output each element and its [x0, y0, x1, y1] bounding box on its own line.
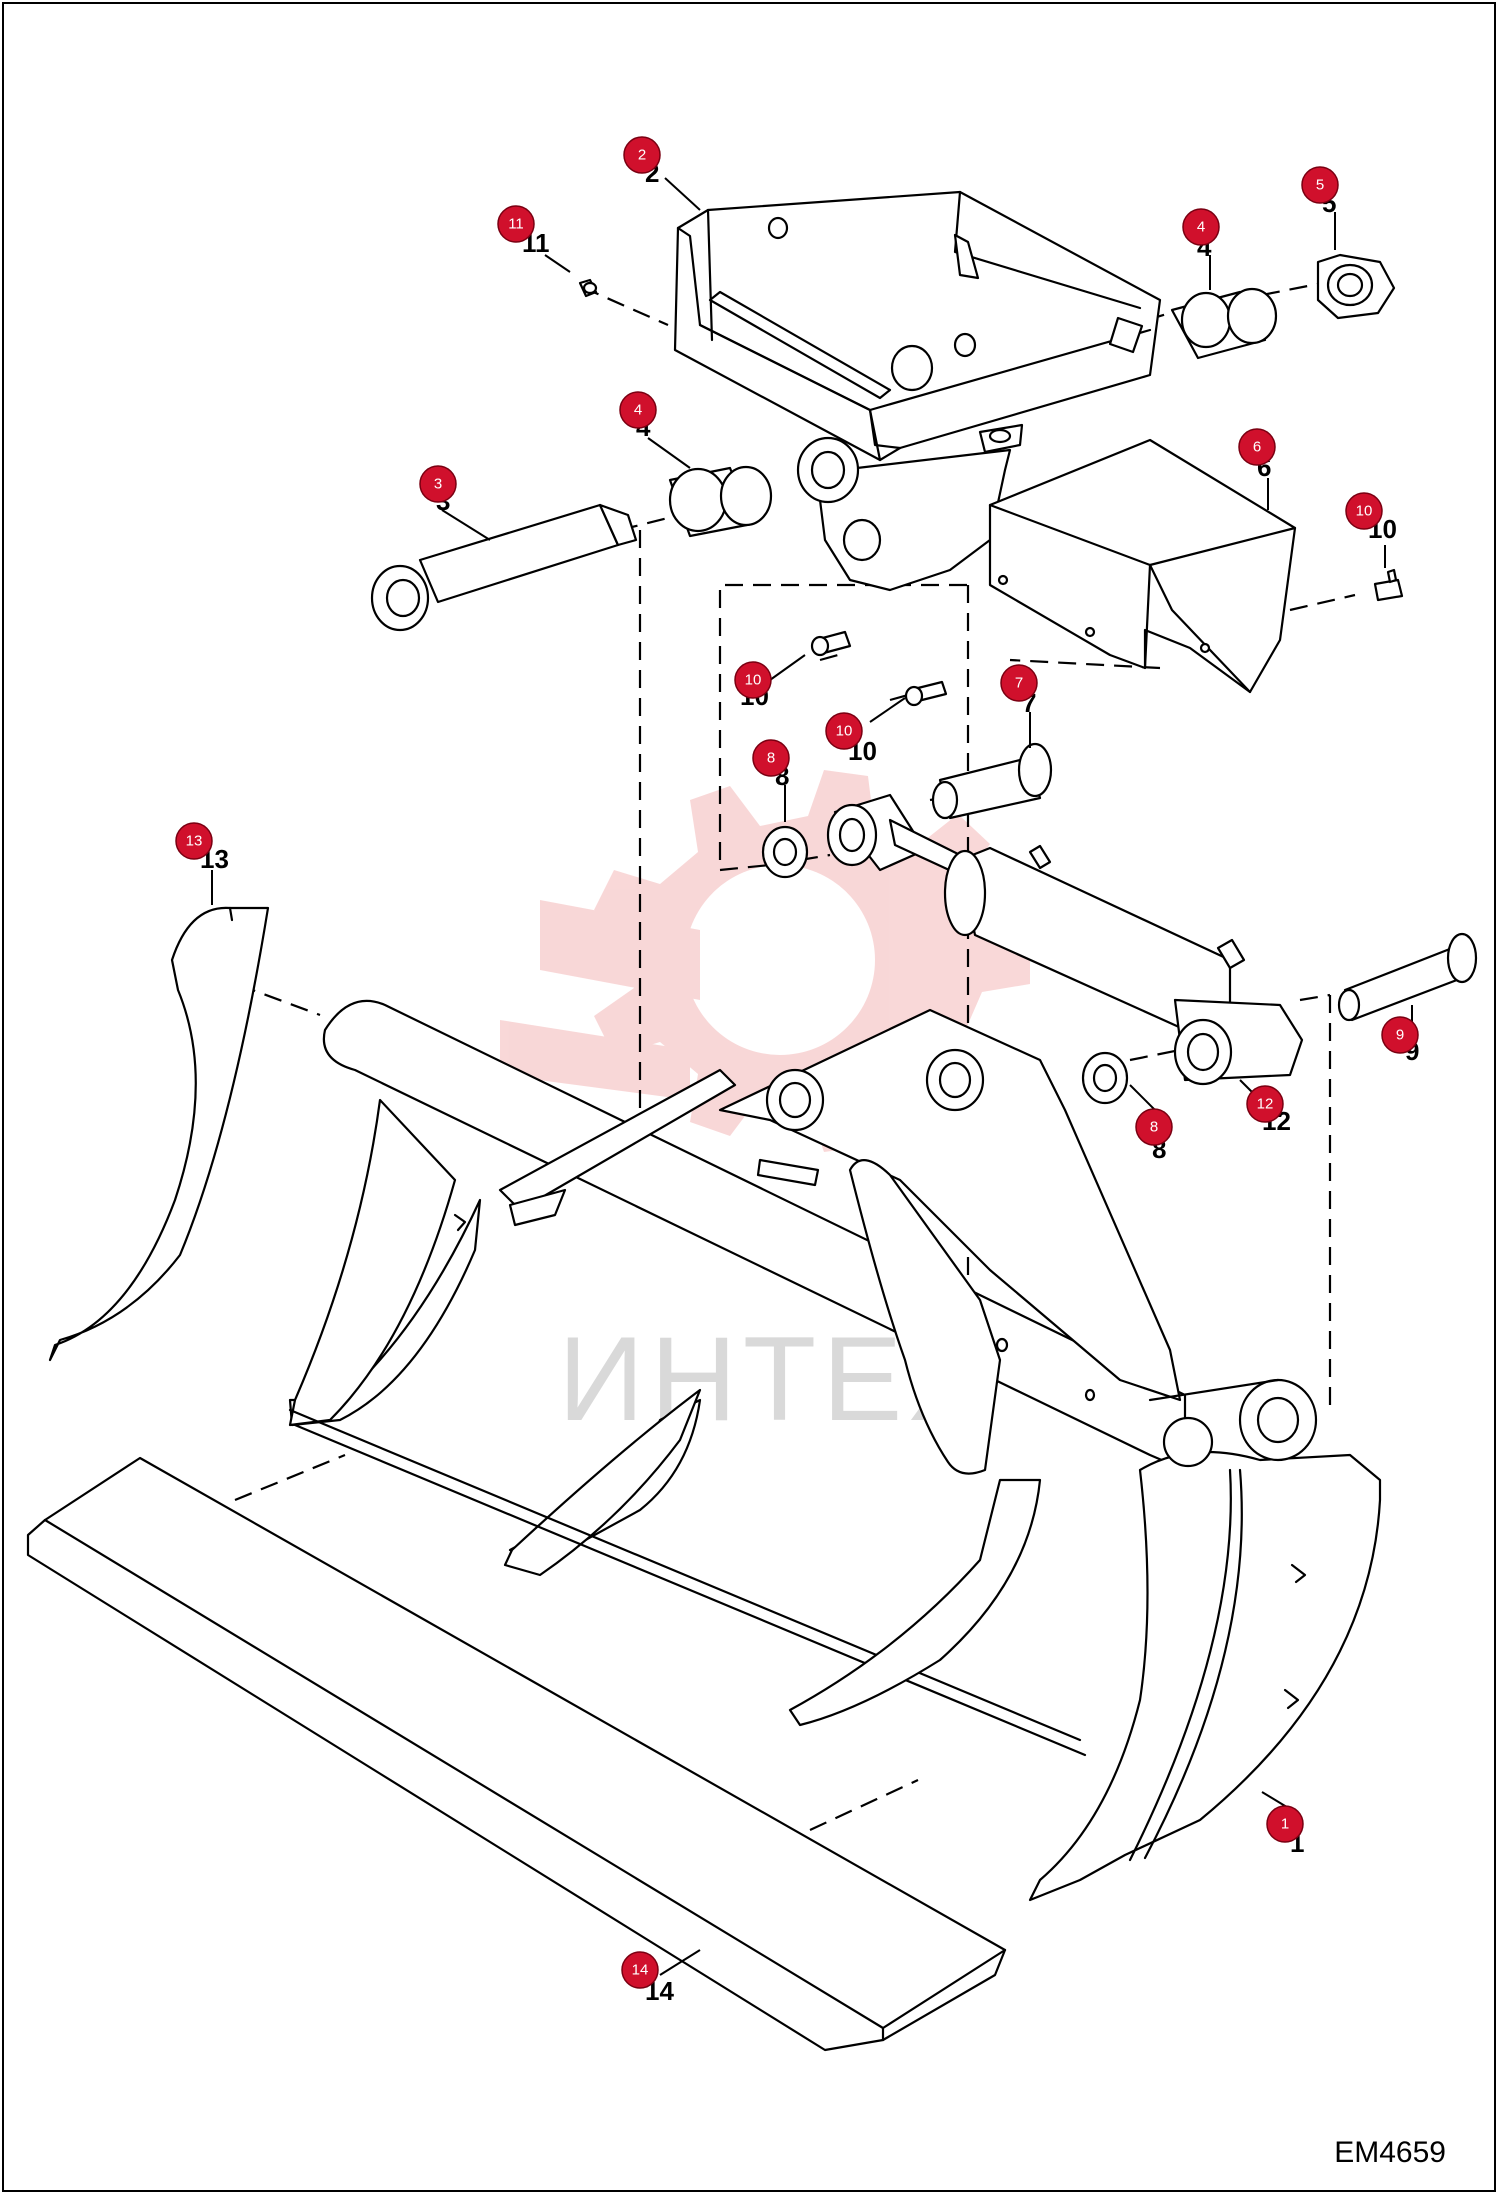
- callout-badge-text: 4: [1197, 219, 1205, 236]
- part-cutting-edge: [26, 1456, 1007, 2052]
- callout-badge-text: 10: [1356, 503, 1373, 520]
- part-bushing-lower: [668, 465, 773, 538]
- part-bushing-upper: [1170, 287, 1278, 360]
- callout-badge: [1301, 166, 1339, 204]
- callout-badge: [1000, 664, 1038, 702]
- callout-badge-text: 3: [434, 476, 442, 493]
- part-cylinder-pin: [931, 742, 1053, 820]
- callout-badge-text: 9: [1396, 1027, 1404, 1044]
- part-grease-fitting: [578, 278, 598, 298]
- part-nut: [1316, 253, 1396, 320]
- callout-badge-text: 8: [767, 750, 775, 767]
- part-mounting-bracket: [673, 190, 1162, 592]
- callout-badge: [1345, 492, 1383, 530]
- callout-badge: [1266, 1805, 1304, 1843]
- callout-badge-text: 4: [634, 402, 642, 419]
- callout-badge-text: 13: [186, 833, 203, 850]
- callout-badge: [623, 136, 661, 174]
- callout-badge: [1238, 428, 1276, 466]
- callout-badge-text: 12: [1257, 1096, 1274, 1113]
- diagram-code: EM4659: [1334, 2136, 1446, 2169]
- part-bolt-right: [1373, 568, 1404, 602]
- part-cylinder-guard: [988, 438, 1297, 694]
- callout-badge-text: 6: [1253, 439, 1261, 456]
- callout-badge-text: 11: [508, 216, 524, 233]
- callout-badge-text: 1: [1281, 1816, 1289, 1833]
- part-lower-pin: [1337, 932, 1478, 1022]
- part-washer-upper: [761, 825, 809, 879]
- watermark-logo: [500, 770, 1030, 1152]
- callout-badge-text: 7: [1015, 675, 1023, 692]
- part-hydraulic-cylinder: [826, 793, 1304, 1086]
- leader-lines: [211, 177, 1413, 1976]
- callout-badge: [1246, 1085, 1284, 1123]
- callout-badge: [621, 1951, 659, 1989]
- part-bolt-left: [810, 630, 852, 657]
- part-bolt-middle: [904, 680, 948, 707]
- callout-badge-text: 2: [638, 147, 646, 164]
- callout-badge: [175, 822, 213, 860]
- callout-badge-text: 10: [745, 672, 762, 689]
- part-tine-loose: [48, 906, 270, 1362]
- part-grapple-frame: [288, 999, 1382, 1902]
- callout-badge-text: 8: [1150, 1119, 1158, 1136]
- callout-badges: 2 11 4 5 4 6 3 10 10 10 7 8 13 9 8 12 1 …: [175, 136, 1419, 1989]
- callout-badge-text: 10: [836, 723, 853, 740]
- callout-badge: [419, 465, 457, 503]
- callout-badge: [752, 739, 790, 777]
- callout-badge: [619, 391, 657, 429]
- callout-badge: [1182, 208, 1220, 246]
- callout-badge: [1381, 1016, 1419, 1054]
- callout-badge: [825, 712, 863, 750]
- callout-badge-text: 14: [632, 1962, 649, 1979]
- callout-badge-text: 5: [1316, 177, 1324, 194]
- callout-badge: [497, 205, 535, 243]
- part-main-pin: [370, 503, 638, 632]
- callout-badge: [1135, 1108, 1173, 1146]
- part-washer-lower: [1081, 1051, 1129, 1105]
- callout-badge: [734, 661, 772, 699]
